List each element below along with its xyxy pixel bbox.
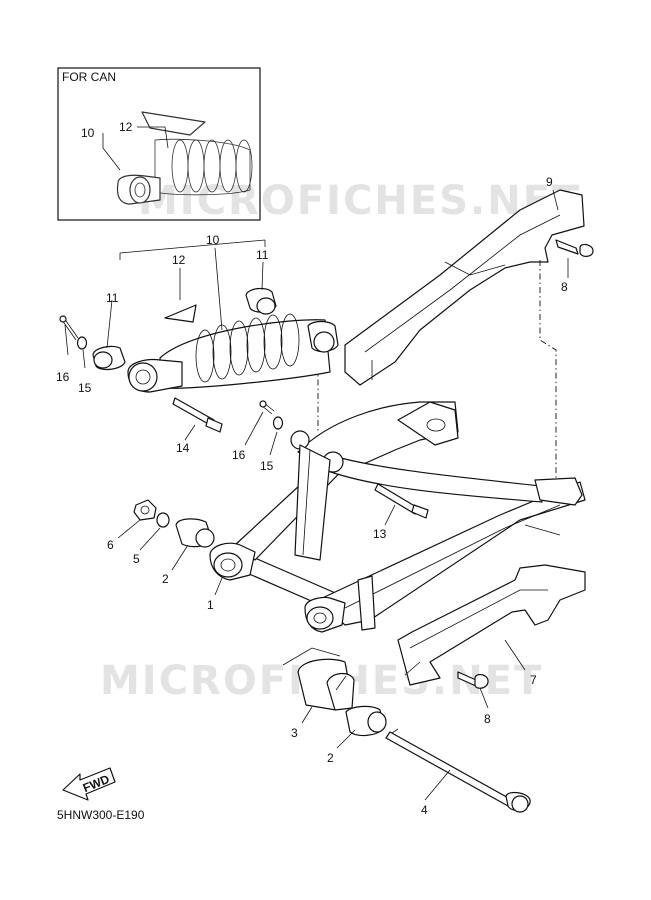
callout-14: 14 xyxy=(176,441,190,455)
callout-11-left: 11 xyxy=(106,291,119,305)
callout-16-left: 16 xyxy=(56,370,70,384)
watermark-top: MICROFICHES.NET xyxy=(138,178,581,224)
bushing-2-lower xyxy=(345,705,387,737)
callout-1: 1 xyxy=(207,598,214,612)
leader-lines xyxy=(64,189,569,801)
collar-11-right xyxy=(245,287,277,315)
swingarm-part xyxy=(209,401,586,633)
chain-guard-part xyxy=(344,189,585,386)
callout-2-upper: 2 xyxy=(162,572,169,586)
callout-13: 13 xyxy=(373,527,387,541)
cotter-pin-16-left xyxy=(59,315,79,341)
callout-9: 9 xyxy=(546,175,553,189)
inset-title: FOR CAN xyxy=(62,70,116,84)
diagram-code: 5HNW300-E190 xyxy=(57,808,145,822)
callout-16-right: 16 xyxy=(232,448,246,462)
callout-3: 3 xyxy=(291,726,298,740)
callout-7: 7 xyxy=(530,673,537,687)
bushing-2-upper xyxy=(175,518,215,548)
callout-6: 6 xyxy=(107,538,114,552)
bolt-8-lower xyxy=(457,671,489,689)
fwd-label: FWD xyxy=(81,772,112,795)
callout-2-lower: 2 xyxy=(327,751,334,765)
callout-12: 12 xyxy=(172,253,186,267)
callout-15-right: 15 xyxy=(260,459,274,473)
washer-15-left xyxy=(76,336,88,350)
inset-callout-10: 10 xyxy=(81,126,95,140)
callout-11-right: 11 xyxy=(256,248,269,262)
bolt-8-top xyxy=(555,239,594,257)
pin-14-part xyxy=(172,397,223,433)
callout-8-top: 8 xyxy=(561,280,568,294)
shock-absorber-part xyxy=(127,313,339,393)
washer-5-part xyxy=(156,512,170,528)
pivot-shaft-4-part xyxy=(385,728,531,813)
collar-11-left xyxy=(92,345,126,371)
inset-for-can: FOR CAN 10 12 xyxy=(57,67,261,221)
callout-5: 5 xyxy=(133,552,140,566)
callout-8-lower: 8 xyxy=(484,712,491,726)
fwd-arrow: FWD xyxy=(62,767,116,801)
nut-6-part xyxy=(133,499,157,521)
pin-13-part xyxy=(374,483,429,519)
callout-15-left: 15 xyxy=(78,381,92,395)
callout-10: 10 xyxy=(206,233,220,247)
washer-15-right xyxy=(272,416,284,430)
block-3-part xyxy=(297,658,355,711)
inset-callout-12: 12 xyxy=(119,120,133,134)
inset-shock-sketch xyxy=(116,111,253,205)
chain-guide-7-part xyxy=(397,564,586,686)
callout-4: 4 xyxy=(421,803,428,817)
cotter-pin-16-right xyxy=(259,400,275,415)
label-12-part xyxy=(164,304,197,323)
